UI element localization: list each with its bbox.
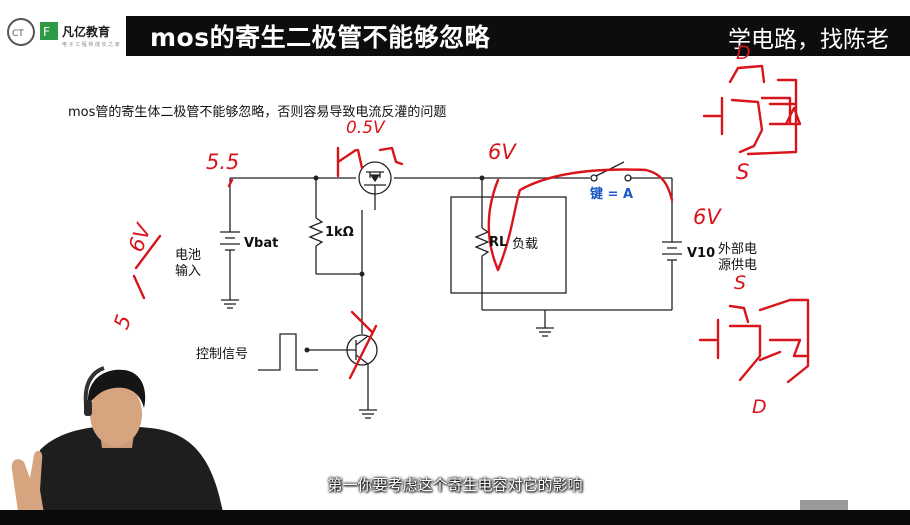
handwritten-0.5v: 0.5V	[346, 118, 385, 138]
intro-text: mos管的寄生体二极管不能够忽略，否则容易导致电流反灌的问题	[68, 105, 447, 120]
battery-label-line1: 电池	[175, 248, 202, 263]
logo-graphic: CT F 凡亿教育 电 子 工 程 师 成 长 之 家	[7, 18, 120, 48]
svg-text:F: F	[43, 25, 50, 39]
load-label: 负载	[512, 237, 539, 252]
handwritten-s-bottom: S	[734, 272, 747, 294]
handwritten-s-top: S	[736, 160, 750, 184]
handwritten-6v-right: 6V	[693, 205, 721, 229]
handwriting-marks	[132, 64, 810, 384]
logo: CT F 凡亿教育 电 子 工 程 师 成 长 之 家	[4, 6, 122, 56]
presenter-figure	[11, 366, 225, 525]
page-title: mos的寄生二极管不能够忽略	[150, 23, 491, 52]
external-source-label-line1: 外部电	[718, 242, 758, 257]
handwritten-d-bottom: D	[752, 396, 767, 418]
video-bottom-bar	[0, 510, 910, 525]
switch-label: 键 = A	[590, 187, 634, 202]
load-resistor-label: RL	[489, 235, 508, 250]
svg-text:CT: CT	[12, 29, 24, 39]
vbat-label: Vbat	[244, 236, 279, 251]
title-bar	[126, 16, 910, 56]
external-source-label-line2: 源供电	[718, 258, 758, 273]
control-signal-label: 控制信号	[196, 347, 249, 362]
resistor-label: 1kΩ	[325, 225, 354, 240]
battery-label-line2: 输入	[175, 264, 202, 279]
v10-label: V10	[687, 246, 716, 261]
svg-text:电 子 工 程 师 成 长 之 家: 电 子 工 程 师 成 长 之 家	[62, 41, 120, 48]
handwritten-5.5v: 5.5	[206, 150, 240, 174]
video-subtitle: 第一你要考虑这个寄生电容对它的影响	[327, 476, 583, 494]
logo-text: 凡亿教育	[62, 24, 110, 39]
handwritten-d-top: D	[736, 42, 751, 64]
handwritten-6v-mid: 6V	[488, 140, 516, 164]
